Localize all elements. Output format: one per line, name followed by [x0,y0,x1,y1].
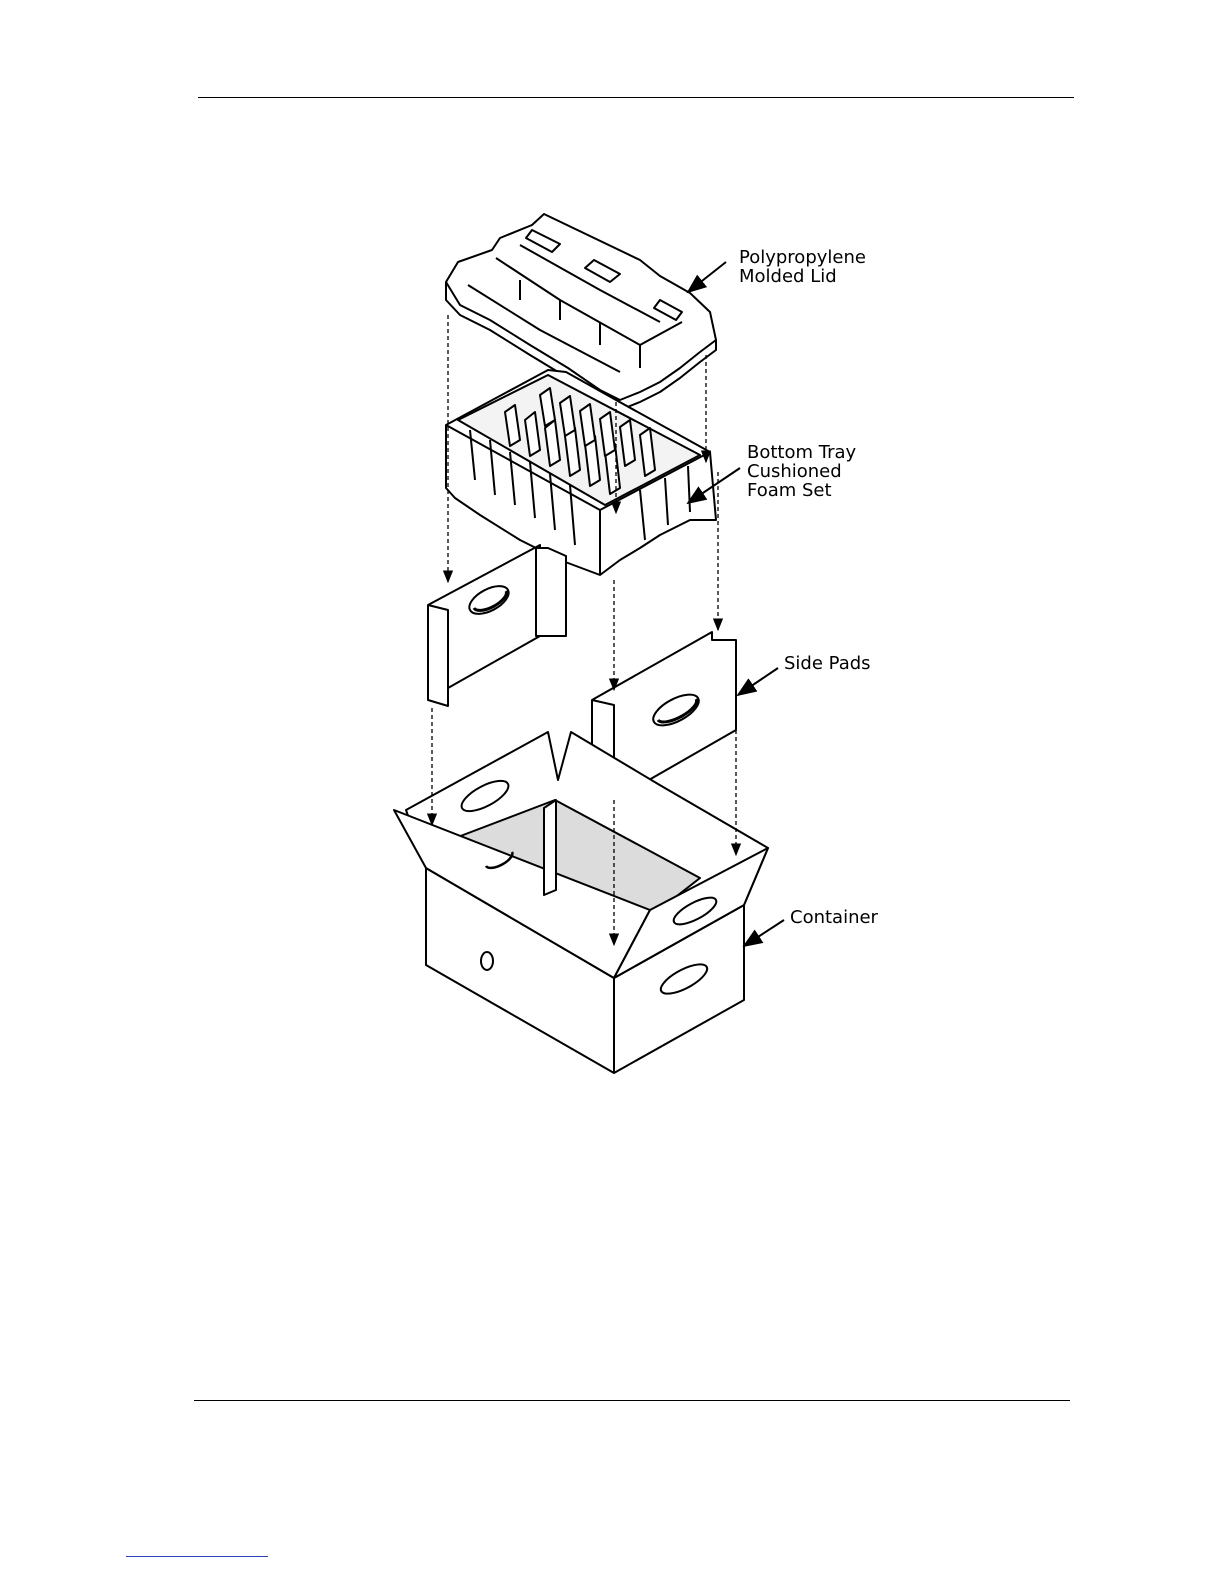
lid-label-line2: Molded Lid [739,267,866,286]
tray-label-line1: Bottom Tray [747,443,856,462]
footer-link-underline[interactable] [126,1556,268,1557]
lid-label: Polypropylene Molded Lid [739,248,866,286]
footer-rule [194,1400,1070,1401]
tray-label-line2: Cushioned [747,462,856,481]
tray-label: Bottom Tray Cushioned Foam Set [747,443,856,500]
container-label: Container [790,908,878,927]
container-box [394,732,768,1073]
bottom-tray [446,370,716,575]
side-pad-left [428,545,566,706]
side-pads-label: Side Pads [784,654,871,673]
tray-label-line3: Foam Set [747,481,856,500]
lid-label-line1: Polypropylene [739,248,866,267]
